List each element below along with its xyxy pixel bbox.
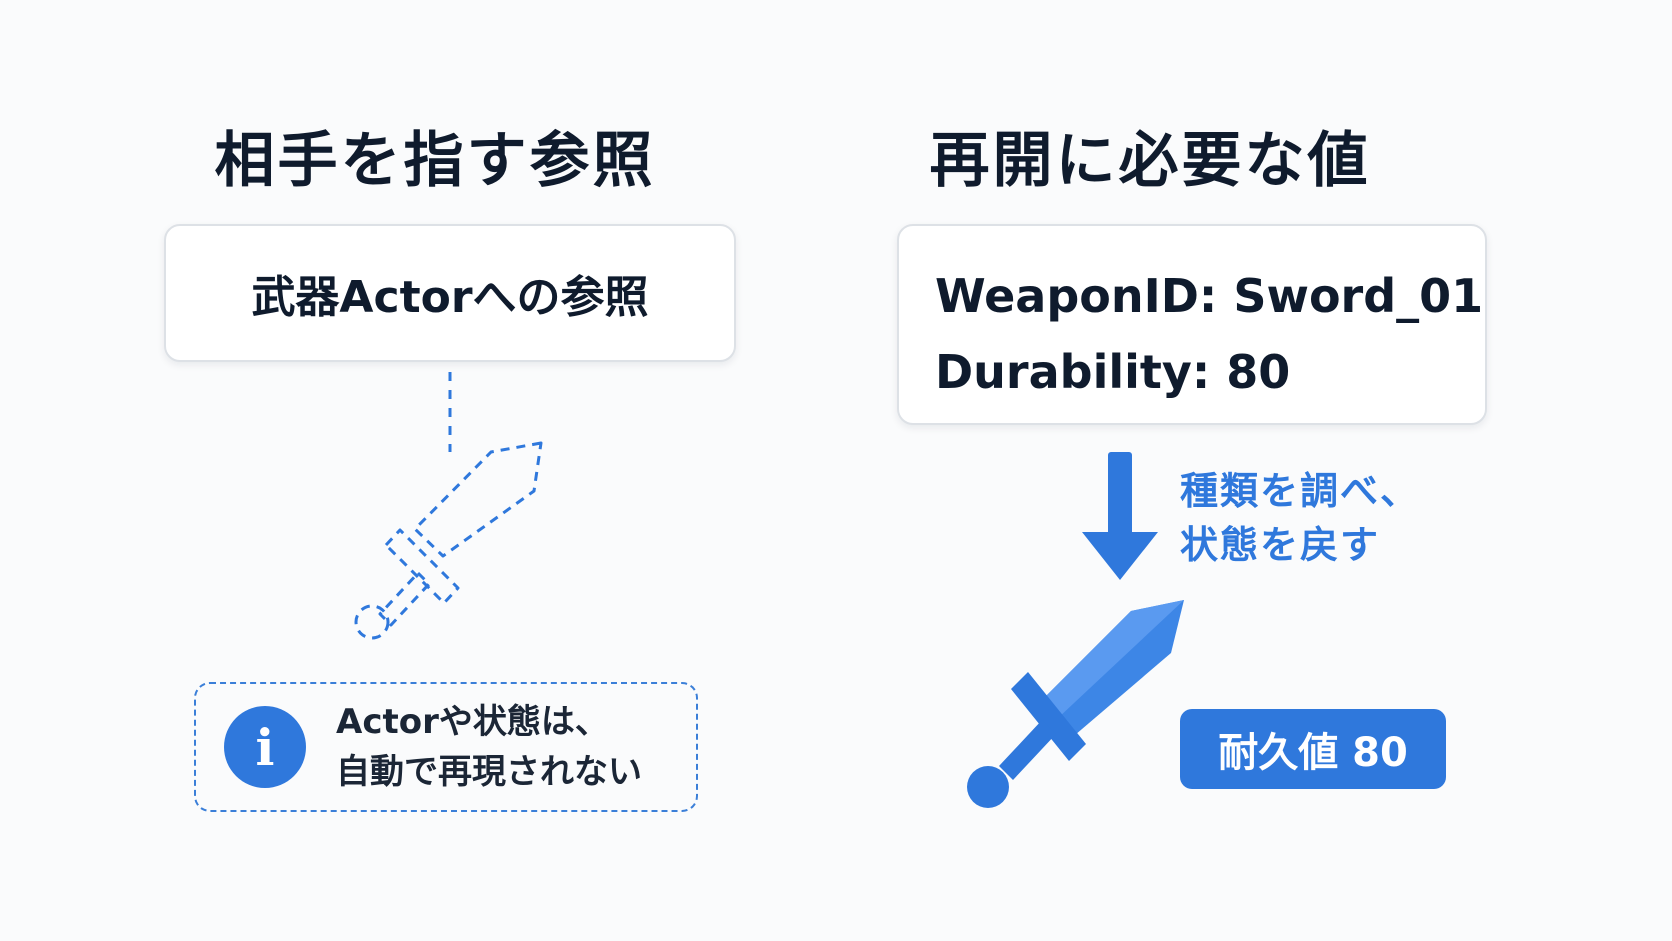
- sword-solid-icon: [967, 600, 1184, 808]
- field-durability: Durability: 80: [935, 334, 1485, 410]
- info-note-text: Actorや状態は、 自動で再現されない: [336, 697, 642, 797]
- field-value: Sword_01: [1233, 269, 1484, 323]
- field-key: Durability:: [935, 345, 1211, 399]
- restore-note: 種類を調べ、 状態を戻す: [1180, 464, 1420, 572]
- left-title: 相手を指す参照: [214, 126, 656, 196]
- restore-note-line: 状態を戻す: [1180, 523, 1381, 567]
- info-note-line: Actorや状態は、: [336, 702, 609, 742]
- info-note: i Actorや状態は、 自動で再現されない: [194, 682, 698, 812]
- field-key: WeaponID:: [935, 269, 1218, 323]
- info-note-line: 自動で再現されない: [336, 752, 642, 792]
- sword-outline-dashed-icon: [354, 441, 543, 640]
- right-title: 再開に必要な値: [929, 126, 1371, 196]
- restore-note-line: 種類を調べ、: [1180, 469, 1421, 513]
- saved-values-card: WeaponID: Sword_01 Durability: 80: [897, 224, 1487, 425]
- durability-badge: 耐久値 80: [1180, 709, 1446, 789]
- arrow-down-icon: [1082, 452, 1158, 580]
- field-weapon-id: WeaponID: Sword_01: [935, 258, 1485, 334]
- info-icon: i: [224, 706, 306, 788]
- field-value: 80: [1226, 345, 1291, 399]
- reference-label: 武器Actorへの参照: [251, 272, 649, 323]
- reference-card: 武器Actorへの参照: [164, 224, 736, 362]
